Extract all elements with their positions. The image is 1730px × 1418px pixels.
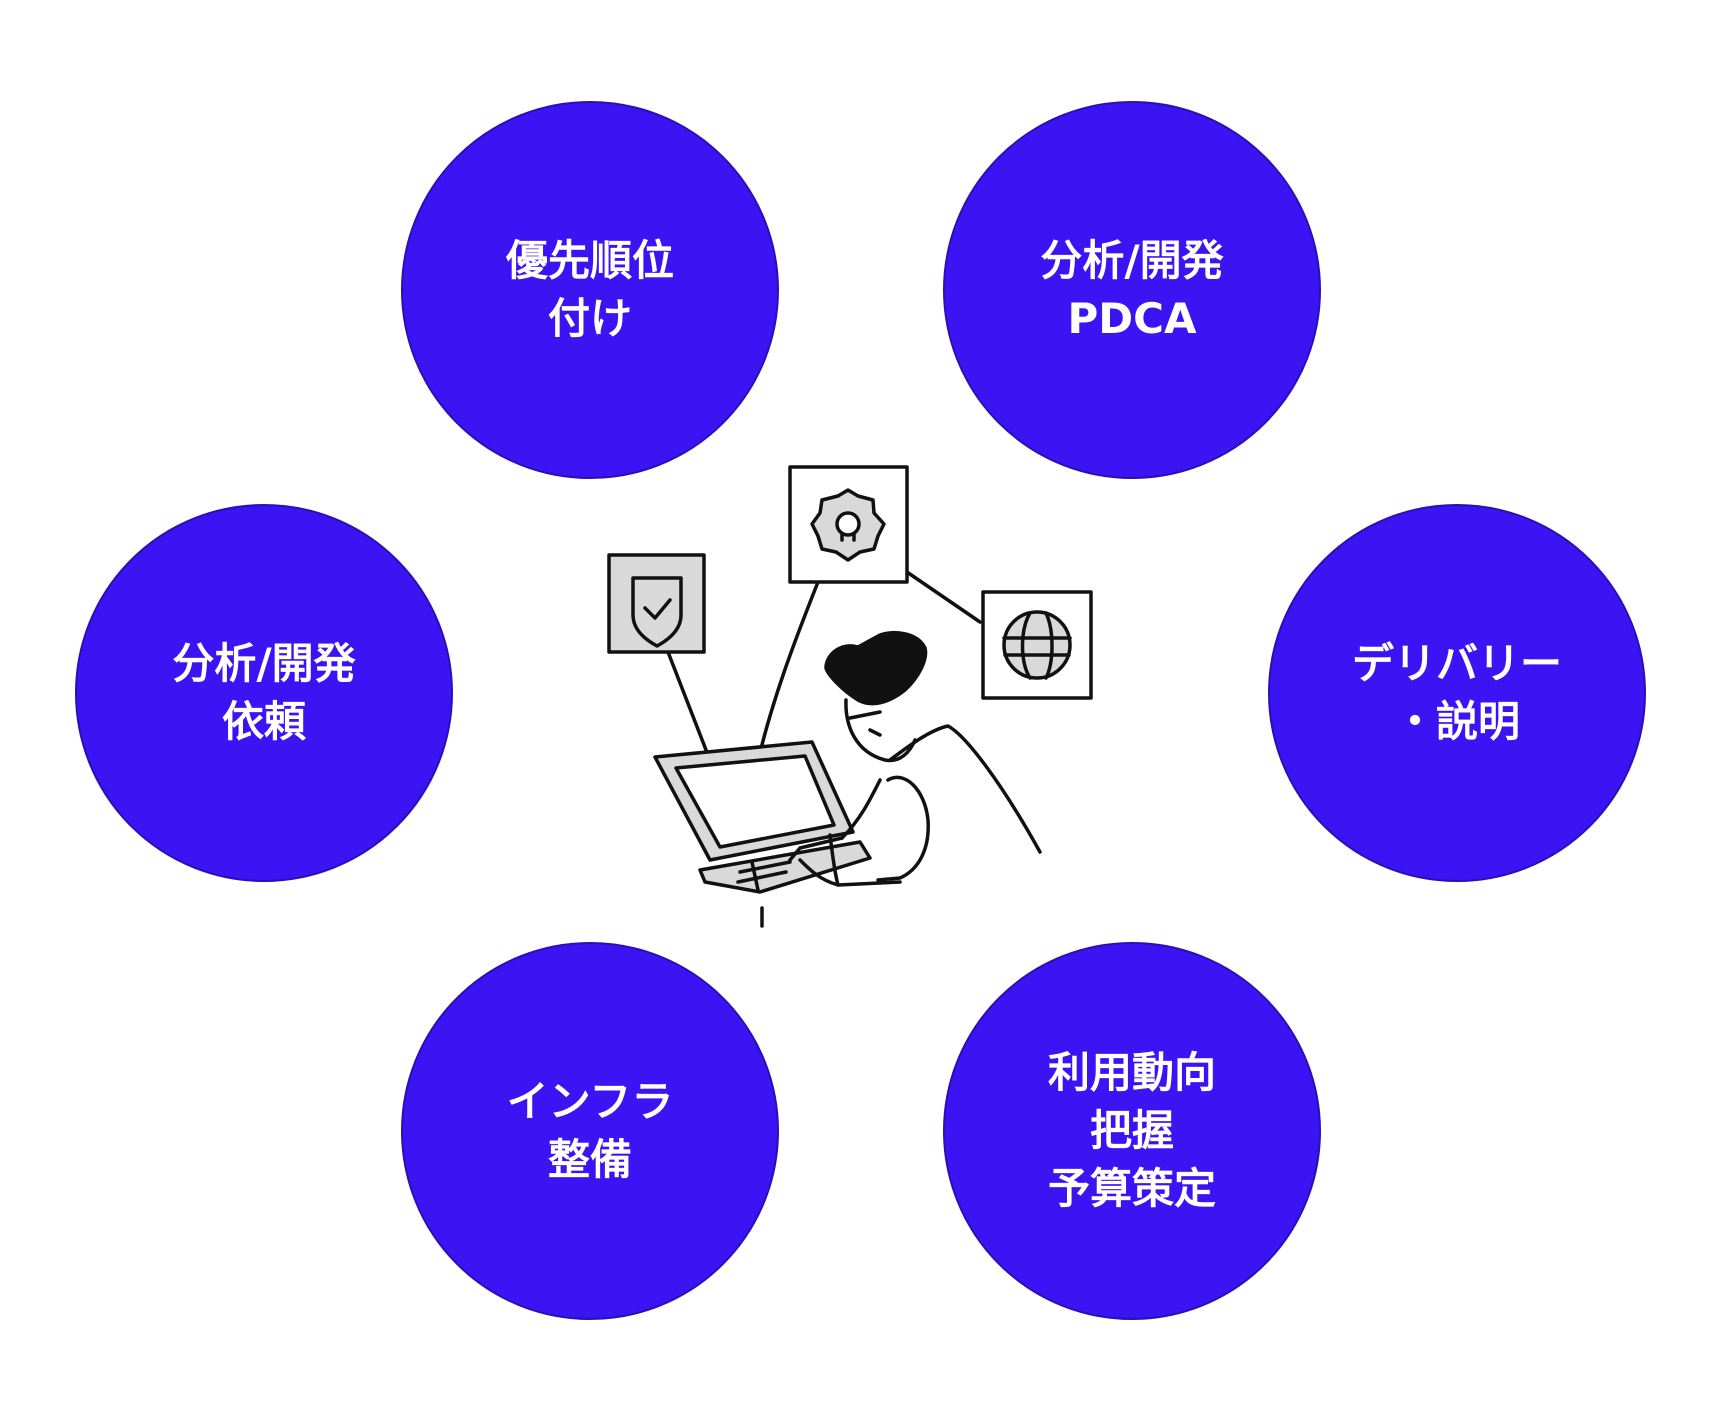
node-priority-line-1: 優先順位: [506, 232, 674, 290]
gear-icon: [790, 467, 907, 582]
node-usage-budget-line-3: 予算策定: [1048, 1160, 1216, 1218]
node-infra-line-2: 整備: [548, 1131, 632, 1189]
node-analysis-pdca-line-1: 分析/開発: [1040, 232, 1223, 290]
node-analysis-request: 分析/開発 依頼: [75, 504, 453, 882]
node-delivery-line-2: ・説明: [1394, 693, 1520, 751]
node-analysis-pdca-line-2: PDCA: [1068, 290, 1197, 348]
node-delivery-line-1: デリバリー: [1352, 635, 1562, 693]
node-delivery: デリバリー ・説明: [1268, 504, 1646, 882]
node-usage-budget-line-1: 利用動向: [1048, 1044, 1216, 1102]
shield-check-icon: [609, 555, 704, 652]
person-at-laptop-illustration: [590, 455, 1110, 935]
node-analysis-request-line-2: 依頼: [222, 693, 306, 751]
globe-icon: [983, 592, 1091, 698]
node-priority: 優先順位 付け: [401, 101, 779, 479]
laptop: [655, 742, 870, 926]
node-analysis-pdca: 分析/開発 PDCA: [943, 101, 1321, 479]
node-usage-budget: 利用動向 把握 予算策定: [943, 942, 1321, 1320]
node-priority-line-2: 付け: [548, 290, 632, 348]
node-usage-budget-line-2: 把握: [1090, 1102, 1174, 1160]
node-infra-line-1: インフラ: [507, 1073, 674, 1131]
node-infra: インフラ 整備: [401, 942, 779, 1320]
node-analysis-request-line-1: 分析/開発: [172, 635, 355, 693]
